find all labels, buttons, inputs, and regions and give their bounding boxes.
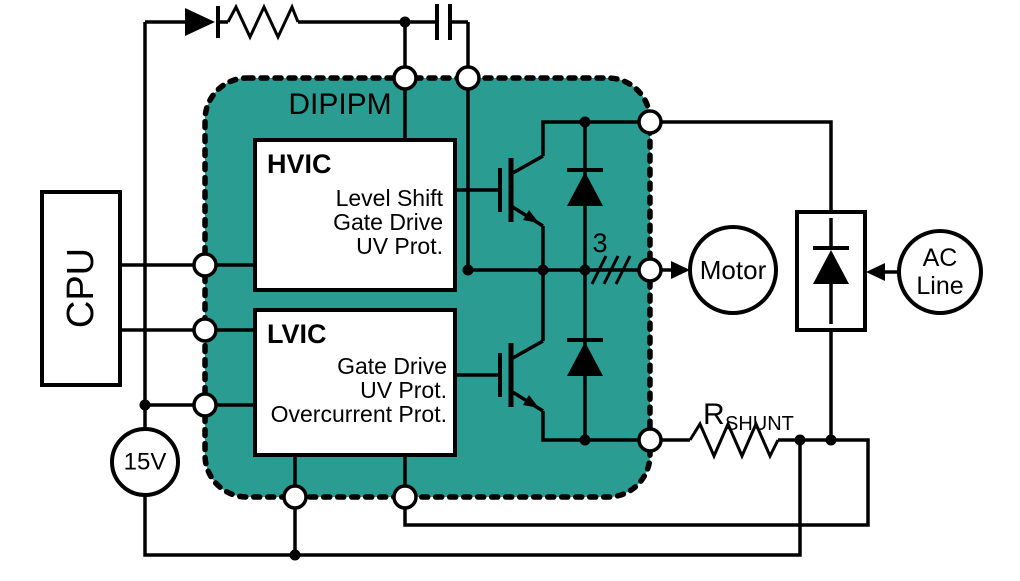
- junction-dot: [289, 549, 301, 561]
- bootstrap-resistor-icon: [226, 3, 300, 41]
- hvic-box: [253, 138, 457, 292]
- lvic-feature: Gate Drive: [337, 353, 447, 379]
- junction-dot: [462, 264, 474, 276]
- wire-ground-run: [143, 440, 802, 557]
- terminal-pin: [637, 257, 663, 283]
- freewheel-diode-low-icon: [567, 338, 603, 376]
- ac-arrow-icon: [866, 263, 885, 281]
- junction-dot: [537, 264, 549, 276]
- shunt-label-base: R: [703, 398, 725, 431]
- terminal-pin: [192, 392, 218, 418]
- hvic-title: HVIC: [267, 149, 332, 179]
- ac-line-circle: [897, 229, 983, 315]
- junction-dot: [139, 399, 151, 411]
- bootstrap-capacitor-icon: [435, 4, 452, 40]
- phase-count-label: 3: [592, 228, 607, 258]
- igbt-low-side-icon: [498, 339, 544, 413]
- hvic-feature: Gate Drive: [333, 209, 443, 235]
- terminal-pin: [637, 109, 663, 135]
- shunt-label: R SHUNT: [703, 398, 794, 435]
- terminal-pin: [192, 252, 218, 278]
- junction-dot: [579, 116, 591, 128]
- terminal-pin: [392, 65, 418, 91]
- ac-line-label-2: Line: [916, 272, 963, 300]
- terminal-pin: [192, 317, 218, 343]
- igbt-high-side-icon: [498, 154, 544, 228]
- junction-dots: [139, 16, 837, 561]
- terminal-pin: [637, 427, 663, 453]
- terminal-pin: [455, 65, 481, 91]
- junction-dot: [399, 16, 411, 28]
- freewheel-diode-high-icon: [567, 168, 603, 206]
- cpu-box: [40, 190, 122, 387]
- shunt-label-sub: SHUNT: [725, 413, 794, 435]
- ac-line-label-1: AC: [923, 244, 958, 272]
- terminal-pin: [392, 484, 418, 510]
- dipipm-label: DIPIPM: [288, 88, 391, 121]
- rectifier-diode-icon: [813, 218, 849, 324]
- motor-arrow-icon: [671, 261, 690, 279]
- shunt-resistor-icon: [688, 420, 780, 460]
- supply-15v-circle: [110, 427, 180, 497]
- wire-dc-positive-rail: [541, 120, 833, 212]
- lvic-box: [253, 308, 457, 457]
- terminal-pin: [282, 484, 308, 510]
- hvic-feature: Level Shift: [336, 185, 444, 211]
- hvic-feature: UV Prot.: [356, 233, 443, 259]
- motor-label: Motor: [700, 255, 767, 285]
- lvic-feature: Overcurrent Prot.: [271, 401, 447, 427]
- junction-dot: [579, 434, 591, 446]
- cpu-label: CPU: [60, 248, 102, 328]
- module-terminals: [192, 65, 663, 510]
- junction-dot: [579, 264, 591, 276]
- lvic-feature: UV Prot.: [360, 377, 447, 403]
- bootstrap-diode-icon: [185, 6, 220, 38]
- junction-dot: [794, 434, 806, 446]
- lvic-title: LVIC: [267, 319, 327, 349]
- junction-dot: [825, 434, 837, 446]
- motor-circle: [688, 225, 778, 315]
- phase-slash-icon: [590, 255, 632, 285]
- supply-15v-label: 15V: [124, 449, 167, 476]
